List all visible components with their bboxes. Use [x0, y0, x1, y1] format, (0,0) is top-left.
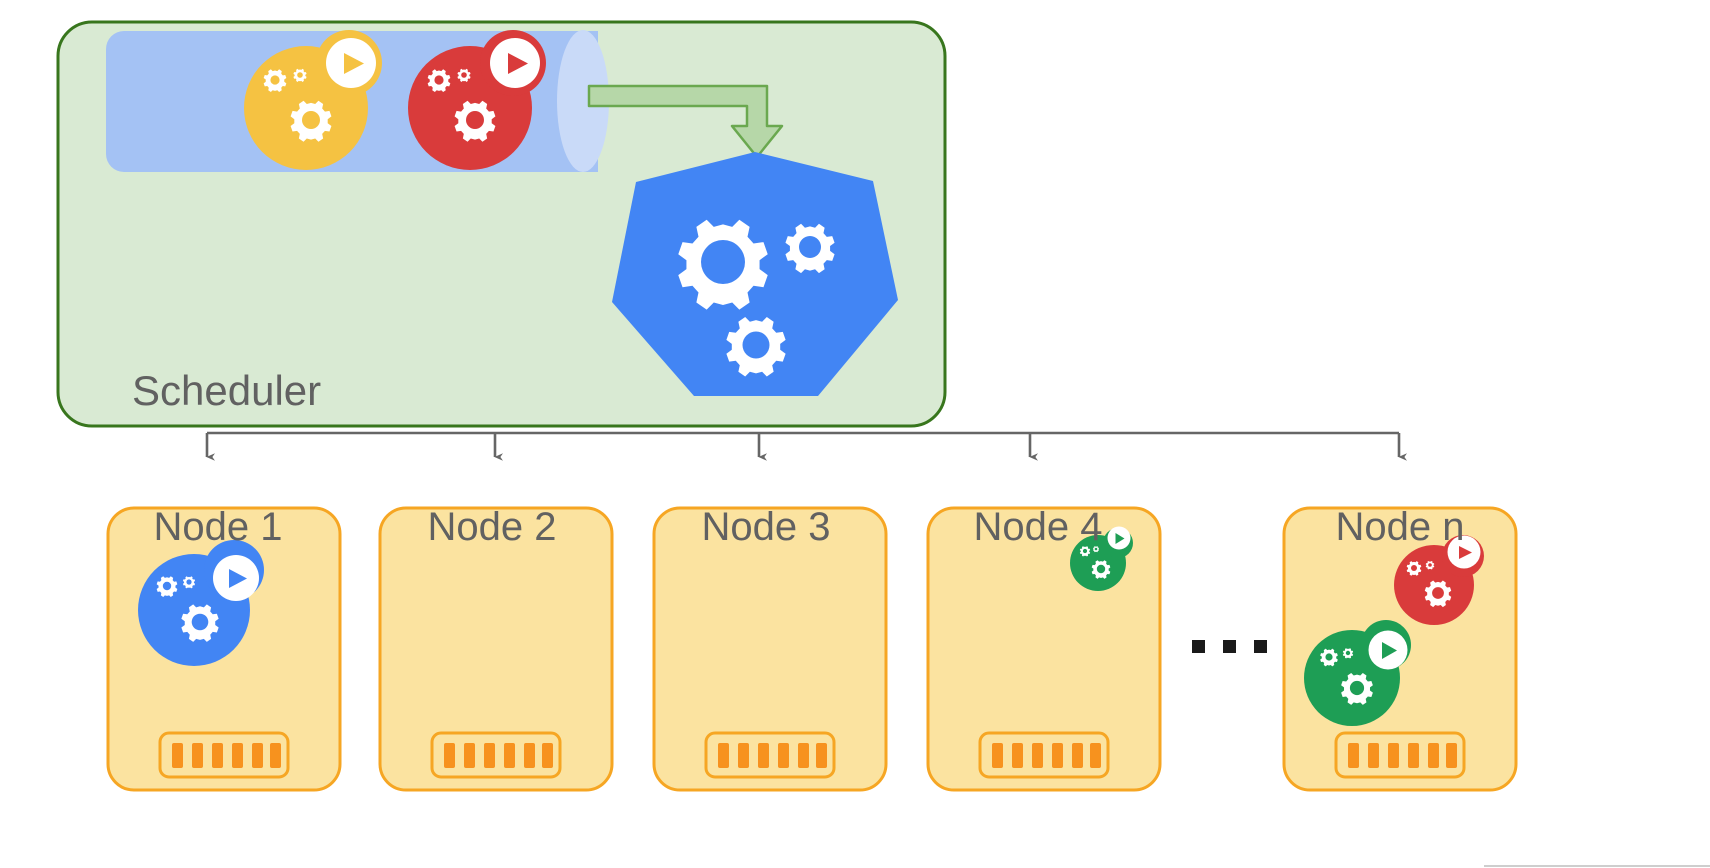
- queue-to-scheduler-arrow: [587, 84, 784, 159]
- more-nodes-ellipsis: [1192, 640, 1267, 653]
- pod-pending-yellow: [244, 30, 382, 170]
- node-box-node-3[interactable]: [652, 506, 888, 792]
- node-label-node-4: Node 4: [973, 505, 1103, 549]
- pod-green: [1304, 620, 1411, 726]
- scheduler-to-nodes-connector: [205, 431, 1407, 461]
- server-rack-icon: [978, 731, 1110, 779]
- node-label-node-n: Node n: [1335, 505, 1465, 549]
- server-rack-icon: [430, 731, 562, 779]
- node-label-node-2: Node 2: [427, 505, 557, 549]
- pod-red: [1394, 535, 1484, 625]
- node-label-node-1: Node 1: [153, 505, 283, 549]
- ellipsis-dot: [1254, 640, 1267, 653]
- pod-blue: [138, 540, 264, 666]
- server-rack-icon: [1334, 731, 1466, 779]
- scheduler-label: Scheduler: [132, 367, 322, 414]
- ellipsis-dot: [1192, 640, 1205, 653]
- kubernetes-heptagon: [612, 152, 898, 396]
- node-box-node-2[interactable]: [378, 506, 614, 792]
- pod-pending-red: [408, 30, 546, 170]
- server-rack-icon: [158, 731, 290, 779]
- node-box-node-1[interactable]: [106, 506, 342, 792]
- ellipsis-dot: [1223, 640, 1236, 653]
- node-box-node-4[interactable]: [926, 506, 1162, 792]
- pod-green: [1070, 526, 1133, 591]
- node-label-node-3: Node 3: [701, 505, 831, 549]
- node-box-node-n[interactable]: [1282, 506, 1518, 792]
- server-rack-icon: [704, 731, 836, 779]
